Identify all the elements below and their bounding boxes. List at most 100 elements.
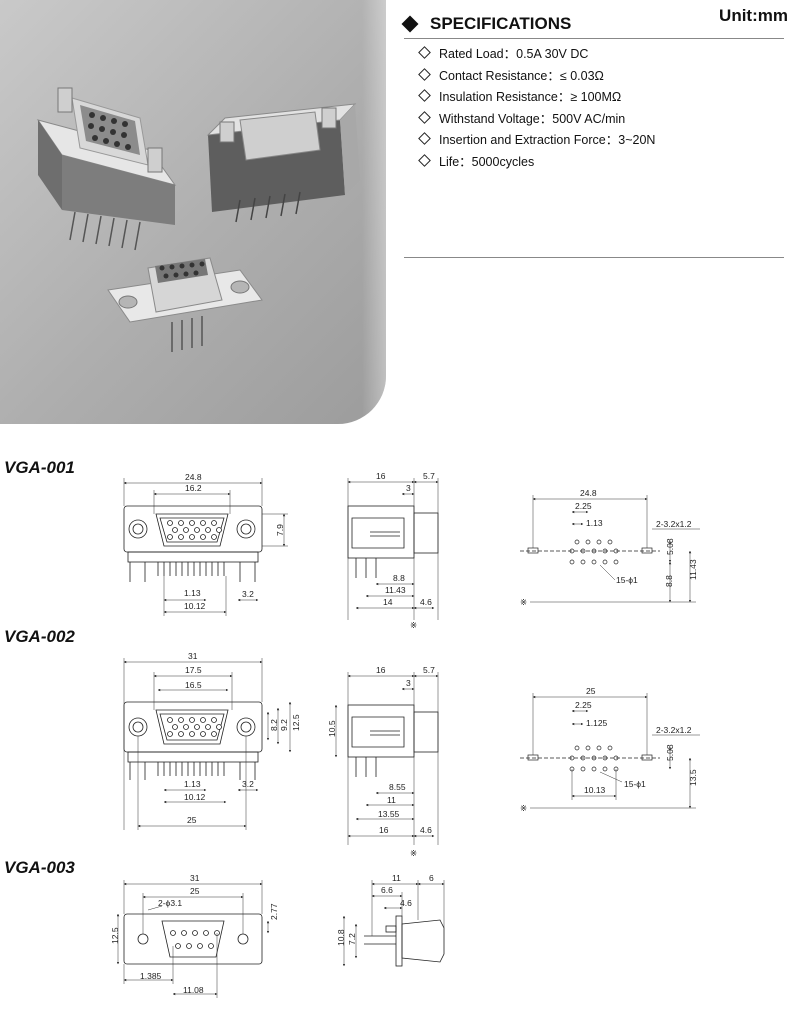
dim-label: 10.13	[584, 785, 606, 795]
vga-002-side-dimensions	[334, 672, 439, 845]
dim-label: 16	[376, 471, 386, 481]
unit-label: Unit:mm	[719, 6, 788, 25]
dim-label: 4.6	[420, 597, 432, 607]
specifications-title: SPECIFICATIONS	[430, 14, 572, 33]
spec-text: Rated Load：0.5A 30V DC	[439, 47, 589, 62]
dim-label: 3	[406, 678, 411, 688]
vga-002-front-view	[123, 701, 263, 780]
vga-001-side-view	[347, 505, 439, 578]
dim-label: 11.43	[688, 559, 698, 580]
spec-item: Contact Resistance：≤ 0.03Ω	[418, 64, 655, 86]
dim-label: 5.08	[665, 538, 675, 555]
dim-label: 10.8	[336, 929, 346, 946]
vga-003-side-view	[364, 915, 445, 967]
dim-label: 1.13	[586, 518, 603, 528]
dim-label: 25	[190, 886, 200, 896]
dim-label: 9.2	[279, 719, 289, 731]
dim-label: 31	[188, 651, 198, 661]
spec-text: Contact Resistance：≤ 0.03Ω	[439, 68, 604, 83]
vga-001-front-labels: 24.8 16.2 7.9 1.13 10.12 3.2	[184, 472, 285, 611]
dim-label: 2.25	[575, 700, 592, 710]
spec-text: Insertion and Extraction Force：3~20N	[439, 133, 656, 148]
vga-002-pcb-labels: 25 2.25 1.125 2-3.2x1.2 5.08 13.5 10.13 …	[520, 686, 698, 813]
vga-001-front-dimensions	[123, 478, 288, 616]
dim-label: 15-ϕ1	[624, 779, 646, 789]
vga-001-side-dimensions	[347, 478, 439, 620]
model-label-vga-001: VGA-001	[4, 458, 75, 477]
dim-label: 4.6	[400, 898, 412, 908]
photo-connector-vertical-female	[36, 87, 177, 251]
spec-divider-top	[404, 38, 784, 39]
dim-label: 11.08	[183, 985, 204, 995]
dim-label: 24.8	[185, 472, 202, 482]
model-label-vga-002: VGA-002	[4, 627, 75, 646]
dim-label: 6	[429, 873, 434, 883]
vga-001-side-labels: 16 5.7 3 8.8 11.43 14 4.6 ※	[376, 471, 435, 630]
dim-label: 16	[376, 665, 386, 675]
product-photo-panel	[0, 0, 386, 424]
dim-label: 2.77	[269, 903, 279, 920]
vga-002-front-dimensions	[123, 658, 292, 830]
dim-label: 24.8	[580, 488, 597, 498]
model-label-vga-003: VGA-003	[4, 858, 75, 877]
dim-label: 15-ϕ1	[616, 575, 638, 585]
dim-label: 1.385	[140, 971, 162, 981]
vga-001-pcb-layout	[520, 539, 660, 565]
dim-label: 12.5	[291, 714, 301, 731]
spec-item: Rated Load：0.5A 30V DC	[418, 42, 655, 64]
dim-label: 1.13	[184, 779, 201, 789]
dim-label: 2-3.2x1.2	[656, 519, 692, 529]
vga-002-pcb-dimensions	[530, 693, 700, 809]
dim-label: 8.8	[664, 575, 674, 587]
dim-label: 8.2	[269, 719, 279, 731]
spec-item: Withstand Voltage：500V AC/min	[418, 107, 655, 129]
dim-label: 2.25	[575, 501, 592, 511]
vga-002-pcb-layout	[520, 745, 660, 772]
dim-label: 10.12	[184, 792, 206, 802]
photo-connector-straight-female	[107, 257, 263, 352]
dim-label: 8.55	[389, 782, 406, 792]
dim-label: 2-3.2x1.2	[656, 725, 692, 735]
dim-label: 11	[387, 795, 396, 805]
spec-text: Withstand Voltage：500V AC/min	[439, 111, 626, 126]
spec-list: Rated Load：0.5A 30V DC Contact Resistanc…	[418, 42, 656, 171]
dim-label: 3.2	[242, 589, 254, 599]
dim-label: ※	[410, 848, 417, 858]
dim-label: ※	[520, 597, 527, 607]
dim-label: 5.08	[665, 744, 675, 761]
vga-003-front-view	[123, 913, 263, 965]
dim-label: ※	[410, 620, 417, 630]
vga-001-pcb-labels: 24.8 2.25 1.13 2-3.2x1.2 5.08 11.43 8.8 …	[520, 488, 698, 607]
dim-label: 14	[383, 597, 393, 607]
dim-label: 16.5	[185, 680, 202, 690]
dim-label: 1.125	[586, 718, 608, 728]
dim-label: 13.55	[378, 809, 400, 819]
dim-label: 3	[406, 483, 411, 493]
dim-label: 5.7	[423, 471, 435, 481]
spec-item: Insertion and Extraction Force：3~20N	[418, 128, 656, 150]
dim-label: 2-ϕ3.1	[158, 898, 182, 908]
vga-003-front-labels: 31 25 2-ϕ3.1 12.5 2.77 1.385 11.08	[110, 873, 279, 995]
dim-label: 4.6	[420, 825, 432, 835]
vga-003-side-dimensions	[342, 880, 445, 967]
dim-label: 3.2	[242, 779, 254, 789]
spec-text: Life：5000cycles	[439, 154, 535, 169]
dim-label: 5.7	[423, 665, 435, 675]
dim-label: 7.2	[347, 933, 357, 945]
vga-002-front-labels: 31 17.5 16.5 8.2 9.2 12.5 1.13 10.12 3.2…	[184, 651, 301, 825]
dim-label: 6.6	[381, 885, 393, 895]
photo-connector-vertical-male	[206, 103, 360, 223]
dim-label: 1.13	[184, 588, 201, 598]
dim-label: 10.12	[184, 601, 206, 611]
dim-label: 13.5	[688, 769, 698, 786]
dim-label: 7.9	[275, 524, 285, 536]
vga-001-pcb-dimensions	[530, 495, 700, 603]
dim-label: 10.5	[327, 720, 337, 737]
specifications-heading: SPECIFICATIONS	[401, 14, 572, 34]
dim-label: 11.43	[385, 585, 406, 595]
connector-photos	[36, 87, 360, 352]
spec-item: Insulation Resistance：≥ 100MΩ	[418, 85, 655, 107]
vga-002-side-labels: 16 5.7 3 10.5 8.55 11 13.55 16 4.6 ※	[327, 665, 435, 858]
vga-001-front-view	[123, 505, 263, 582]
